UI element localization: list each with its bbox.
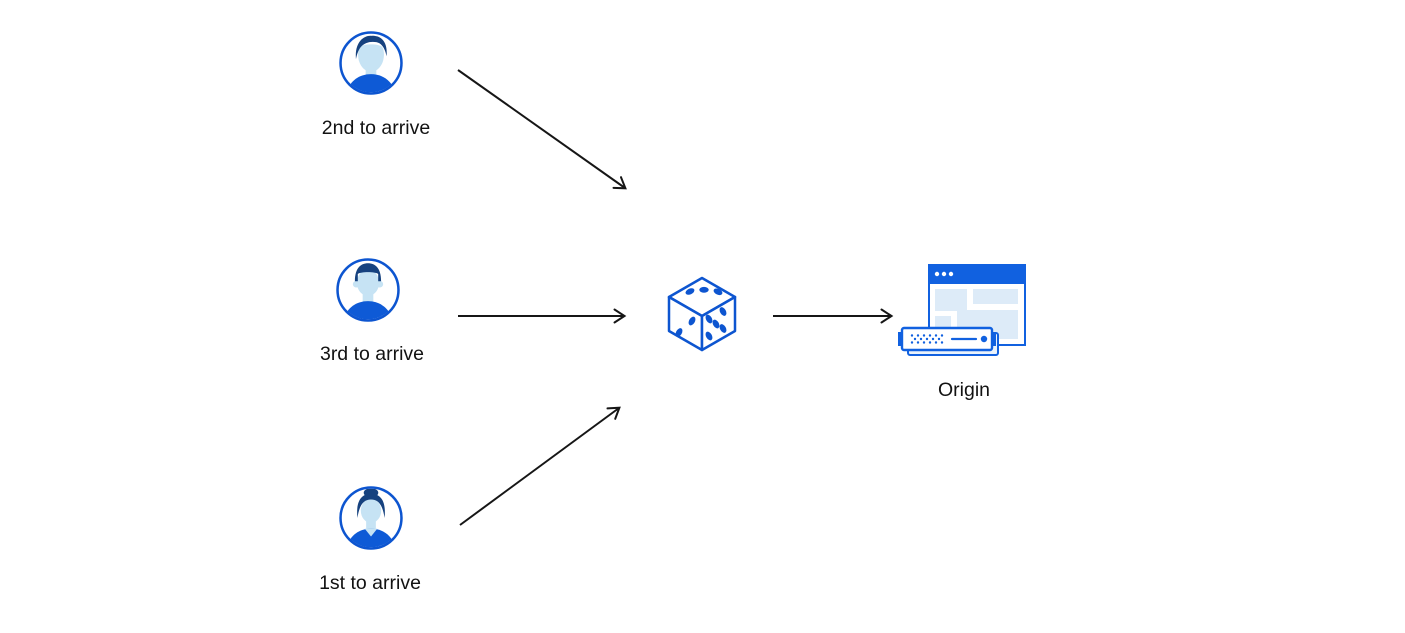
user-node-third xyxy=(335,257,401,323)
user-second-label: 2nd to arrive xyxy=(321,117,431,139)
dice-node xyxy=(666,275,738,353)
dice-icon xyxy=(667,276,737,352)
arrow-user-second-to-dice xyxy=(457,69,627,190)
user-node-first xyxy=(338,485,404,551)
user-male-swept-hair-avatar-icon xyxy=(339,31,403,95)
origin-node xyxy=(896,262,1028,362)
origin-label: Origin xyxy=(937,379,991,401)
arrow-user-first-to-dice xyxy=(459,406,621,526)
origin-server-browser-icon xyxy=(898,264,1026,356)
user-first-label: 1st to arrive xyxy=(319,572,421,594)
user-node-second xyxy=(338,30,404,96)
user-female-bun-avatar-icon xyxy=(339,486,403,550)
server-vent-dots xyxy=(910,334,944,344)
user-male-short-hair-avatar-icon xyxy=(336,258,400,322)
user-third-label: 3rd to arrive xyxy=(319,343,425,365)
